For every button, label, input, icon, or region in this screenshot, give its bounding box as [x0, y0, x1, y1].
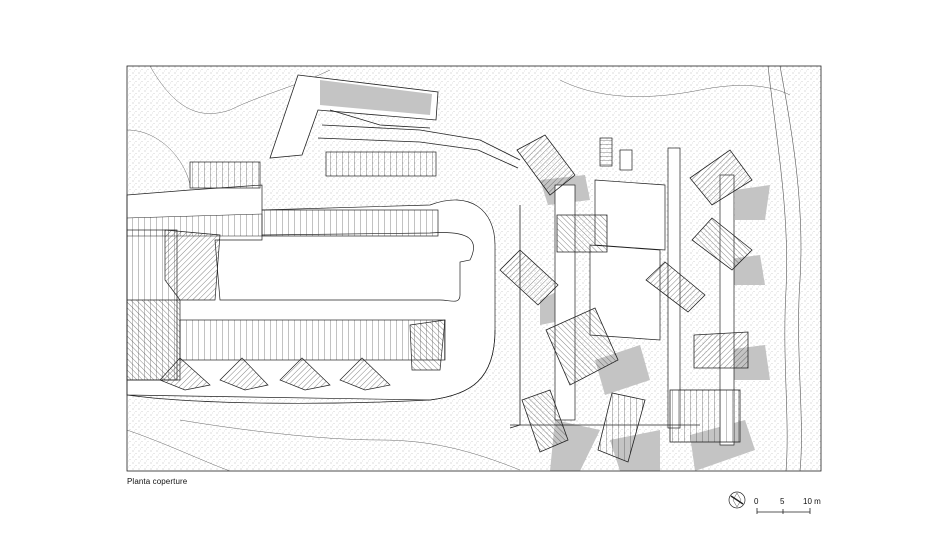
north-wing — [189, 74, 521, 189]
porch-band — [261, 209, 439, 237]
pavilions — [499, 134, 753, 463]
south-row — [126, 319, 496, 404]
scale-bar-graphic — [756, 508, 811, 514]
north-arrow-icon — [728, 491, 746, 509]
drawing-caption: Planta coperture — [127, 477, 188, 486]
drawing-frame — [126, 65, 822, 472]
scale-label-5: 5 — [780, 497, 785, 506]
west-block — [126, 229, 221, 381]
scale-label-10m: 10 m — [803, 497, 821, 506]
scale-label-0: 0 — [754, 497, 759, 506]
